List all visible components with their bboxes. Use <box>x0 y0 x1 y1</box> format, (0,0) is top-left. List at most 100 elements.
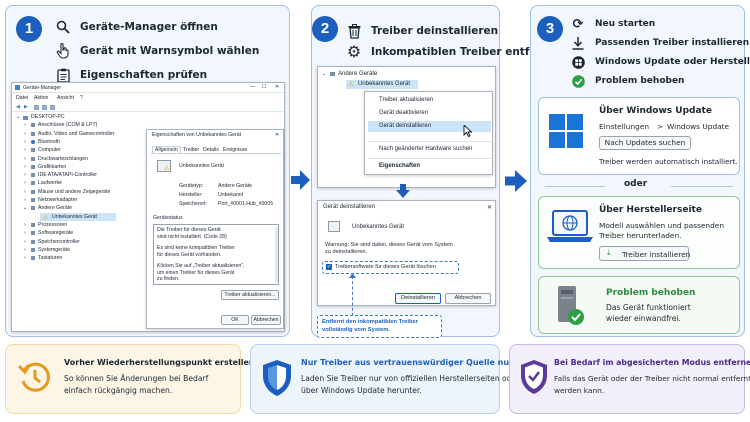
step-uninstall-driver: Treiber deinstallieren <box>345 22 498 40</box>
wu-breadcrumb-sep: > <box>657 122 664 131</box>
wu-note: Treiber werden automatisch installiert. <box>599 157 738 166</box>
menu-bar: Datei Aktion Ansicht ? <box>12 94 284 103</box>
tree-item-other-devices[interactable]: Andere Geräte <box>38 205 73 212</box>
step-remove-incompatible: ⚙ Inkompatiblen Treiber entfernen <box>346 42 564 61</box>
maximize-button[interactable]: ☐ <box>262 84 267 90</box>
problem-solved-title: Problem behoben <box>606 288 696 298</box>
properties-close-button[interactable]: ✕ <box>275 132 280 138</box>
tree-item[interactable]: Systemgeräte <box>38 246 71 253</box>
step-1-panel: 1 Geräte-Manager öffnen Gerät mit Warnsy… <box>5 5 290 337</box>
forward-icon[interactable]: ▶ <box>24 104 28 110</box>
ok-button[interactable]: OK <box>221 315 249 325</box>
delete-driver-label[interactable]: Treibersoftware für dieses Gerät löschen <box>335 264 436 270</box>
arrow-right-icon <box>505 170 527 192</box>
step-open-device-manager: Geräte-Manager öffnen <box>54 18 218 36</box>
tree-item[interactable]: Mäuse und andere Zeigegeräte <box>38 188 111 195</box>
trash-icon <box>345 22 363 40</box>
step-problem-solved: Problem behoben <box>569 72 684 90</box>
uninstall-dialog: Gerät deinstallieren ✕ Unbekanntes Gerät… <box>317 200 496 306</box>
refresh-icon: ⟳ <box>572 16 584 32</box>
tab-details[interactable]: Details <box>203 146 219 153</box>
tree-item-unknown-device[interactable]: Unbekanntes Gerät <box>52 213 97 220</box>
menu-uninstall-device[interactable]: Gerät deinstallieren <box>379 123 432 129</box>
download-icon: ⤓ <box>607 248 611 257</box>
device-ok-icon <box>558 286 584 325</box>
tree-item[interactable]: Bluetooth <box>38 138 60 145</box>
shield-icon <box>263 360 291 396</box>
step-select-device: Gerät mit Warnsymbol wählen <box>54 42 259 60</box>
toolbar-icon-a[interactable] <box>34 105 39 110</box>
tree-item[interactable]: Audio, Video und Gamecontroller <box>38 130 115 137</box>
menu-update-driver[interactable]: Treiber aktualisieren <box>379 97 434 103</box>
step-install-driver: Passenden Treiber installieren <box>569 34 749 52</box>
dialog-cancel-button[interactable]: Abbrechen <box>445 293 491 304</box>
menu-file[interactable]: Datei <box>16 95 29 101</box>
tree-item[interactable]: Speichercontroller <box>38 238 80 245</box>
tree-item[interactable]: Anschlüsse (COM & LPT) <box>38 122 98 129</box>
step-restart: ⟳ Neu starten <box>569 15 656 33</box>
tree-item[interactable]: Netzwerkadapter <box>38 197 78 203</box>
step-1-badge: 1 <box>16 16 42 42</box>
delete-driver-checkbox[interactable]: ✓ <box>326 264 332 270</box>
menu-help[interactable]: ? <box>80 95 83 101</box>
properties-tabs: Allgemein Treiber Details Ereignisse <box>151 145 281 154</box>
menu-view[interactable]: Ansicht <box>57 95 75 101</box>
tab-driver[interactable]: Treiber <box>183 146 200 153</box>
minimize-button[interactable]: — <box>250 84 256 90</box>
tree-item[interactable]: Grafikkarten <box>38 163 67 170</box>
tree-item[interactable]: IDE ATA/ATAPI-Controller <box>38 172 97 179</box>
vendor-site-card: Über Herstellerseite Modell auswählen un… <box>538 196 740 269</box>
back-icon[interactable]: ◀ <box>16 104 20 110</box>
tree-root[interactable]: DESKTOP-PC <box>31 114 65 120</box>
tree-item[interactable]: Druckwarteschlangen <box>38 155 88 162</box>
menu-properties[interactable]: Eigenschaften <box>379 163 421 169</box>
wu-breadcrumb-update: Windows Update <box>667 122 730 131</box>
device-icon <box>328 221 340 232</box>
tree-item-unknown-device[interactable]: Unbekanntes Gerät <box>358 81 411 87</box>
status-label: Gerätestatus <box>153 215 183 221</box>
cursor-icon <box>463 125 472 137</box>
step-check-properties: Eigenschaften prüfen <box>54 66 207 84</box>
tree-icon <box>23 115 28 120</box>
tip-restore-point: Vorher Wiederherstellungspunkt erstellen… <box>5 344 255 414</box>
vendor-title: Über Herstellerseite <box>599 205 702 215</box>
tree-item[interactable]: Computer <box>38 147 61 154</box>
tree-item-selected-bg <box>40 213 116 222</box>
device-tree: ⌄ DESKTOP-PC ›Anschlüsse (COM & LPT) ›Au… <box>16 114 116 262</box>
tab-events[interactable]: Ereignisse <box>223 146 248 153</box>
tree-item[interactable]: Tastaturen <box>38 255 63 262</box>
tab-general[interactable]: Allgemein <box>152 146 181 153</box>
uninstall-button[interactable]: Deinstallieren <box>395 293 441 304</box>
scrollbar[interactable] <box>275 227 278 282</box>
tip-safe-mode: Bei Bedarf im abgesicherten Modus entfer… <box>509 344 750 414</box>
tree-item[interactable]: Softwaregeräte <box>38 230 74 237</box>
search-icon <box>54 18 72 36</box>
check-updates-button[interactable]: Nach Updates suchen <box>599 136 691 150</box>
menu-scan-hardware[interactable]: Nach geänderter Hardware suchen <box>379 146 473 152</box>
arrow-up-icon <box>349 273 356 278</box>
menu-disable-device[interactable]: Gerät deaktivieren <box>379 110 429 116</box>
toolbar: ◀ ▶ <box>12 103 284 112</box>
install-driver-button[interactable]: ⤓ Treiber installieren <box>599 246 690 261</box>
toolbar-icon-b[interactable] <box>42 105 47 110</box>
dialog-close-button[interactable]: ✕ <box>487 205 493 211</box>
cancel-button[interactable]: Abbrechen <box>251 315 281 325</box>
menu-action[interactable]: Aktion <box>34 95 49 101</box>
shield-check-icon <box>521 360 547 394</box>
dialog-title: Gerät deinstallieren <box>323 204 376 210</box>
windows-logo-icon <box>569 53 587 71</box>
device-tree-snippet: ⌄ Andere Geräte ⚠ Unbekanntes Gerät Trei… <box>317 66 496 188</box>
warning-icon: ⚠ <box>348 81 354 88</box>
tree-item[interactable]: Prozessoren <box>38 221 68 228</box>
warning-icon: ⚠ <box>164 166 170 172</box>
dialog-device-name: Unbekanntes Gerät <box>352 224 405 230</box>
download-icon <box>569 34 587 52</box>
tree-item[interactable]: Laufwerke <box>38 180 62 187</box>
check-circle-icon <box>569 72 587 90</box>
update-driver-button[interactable]: Treiber aktualisieren... <box>221 290 279 300</box>
toolbar-icon-c[interactable] <box>50 105 55 110</box>
step-update-source: Windows Update oder Herstellerseite <box>569 53 750 71</box>
close-button[interactable]: ✕ <box>275 84 280 90</box>
arrow-down-icon <box>396 184 410 198</box>
tree-item-other-devices[interactable]: Andere Geräte <box>338 71 378 77</box>
